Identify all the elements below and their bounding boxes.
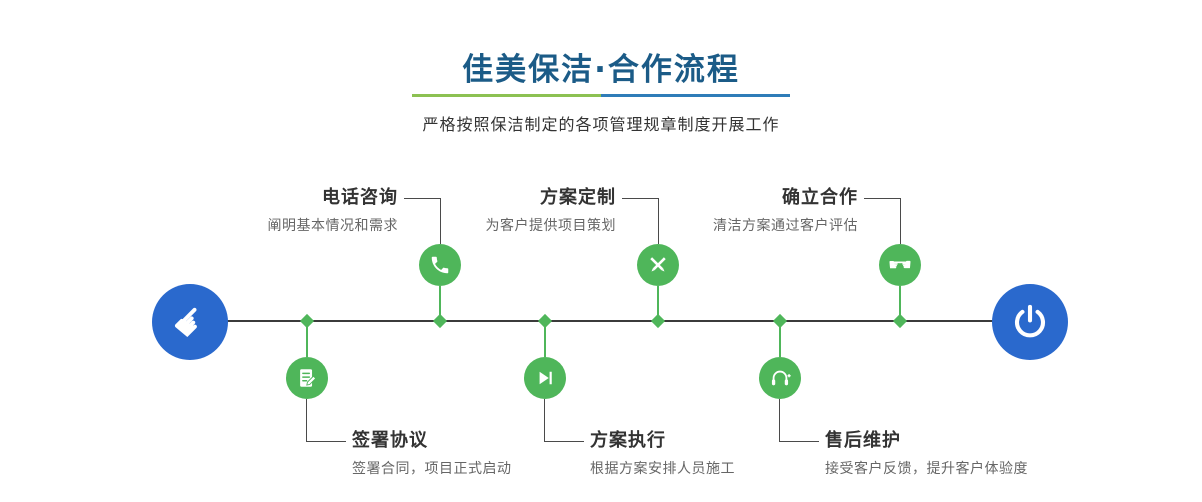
- step-stem: [439, 286, 441, 320]
- step-stem: [899, 286, 901, 320]
- step-desc: 阐明基本情况和需求: [267, 218, 398, 234]
- step-label-phone-consult: 电话咨询 阐明基本情况和需求: [168, 187, 398, 235]
- step-title: 方案执行: [590, 430, 666, 451]
- step-node-plan-custom: [637, 244, 679, 286]
- label-connector-h: [544, 441, 584, 442]
- label-connector-v: [779, 399, 780, 441]
- step-title: 确立合作: [782, 187, 858, 208]
- step-node-plan-execute: [524, 357, 566, 399]
- step-node-after-sales: [759, 357, 801, 399]
- step-desc: 清洁方案通过客户评估: [713, 218, 858, 234]
- step-desc: 为客户提供项目策划: [485, 218, 616, 234]
- design-tools-icon: [650, 257, 666, 272]
- step-desc: 根据方案安排人员施工: [590, 461, 735, 477]
- step-label-after-sales: 售后维护 接受客户反馈，提升客户体验度: [825, 430, 1105, 478]
- step-label-sign-agreement: 签署协议 签署合同，项目正式启动: [352, 430, 632, 478]
- step-label-plan-execute: 方案执行 根据方案安排人员施工: [590, 430, 870, 478]
- step-stem: [657, 286, 659, 320]
- title-underline: [412, 94, 790, 97]
- sign-document-icon: [300, 369, 317, 387]
- timeline-diamond: [299, 313, 315, 329]
- step-stem: [779, 322, 781, 357]
- label-connector-v: [440, 198, 441, 244]
- timeline-diamond: [432, 313, 448, 329]
- step-title: 电话咨询: [322, 187, 398, 208]
- timeline-diamond: [892, 313, 908, 329]
- label-connector-h: [404, 198, 440, 199]
- section-title: 佳美保洁·合作流程: [462, 52, 740, 88]
- step-node-establish-coop: ☛☚: [879, 244, 921, 286]
- customer-service-icon: [771, 370, 791, 386]
- label-connector-h: [779, 441, 819, 442]
- step-node-sign-agreement: [286, 357, 328, 399]
- play-execute-icon: [539, 371, 552, 385]
- label-connector-h: [864, 198, 900, 199]
- label-connector-h: [622, 198, 658, 199]
- step-desc: 接受客户反馈，提升客户体验度: [825, 461, 1028, 477]
- label-connector-h: [306, 441, 346, 442]
- section-subtitle: 严格按照保洁制定的各项管理规章制度开展工作: [422, 115, 780, 134]
- timeline-diamond: [650, 313, 666, 329]
- timeline-diamond: [537, 313, 553, 329]
- label-connector-v: [900, 198, 901, 244]
- timeline-end-node: [992, 284, 1068, 360]
- step-stem: [544, 322, 546, 357]
- timeline-diamond: [772, 313, 788, 329]
- pointer-hand-icon: ☛: [162, 294, 218, 350]
- phone-icon: [431, 256, 449, 274]
- step-title: 售后维护: [825, 430, 901, 451]
- handshake-icon: ☛☚: [888, 255, 912, 274]
- step-title: 签署协议: [352, 430, 428, 451]
- step-stem: [306, 322, 308, 357]
- step-node-phone-consult: [419, 244, 461, 286]
- timeline-line: [190, 320, 1030, 322]
- timeline-start-node: ☛: [152, 284, 228, 360]
- step-label-plan-custom: 方案定制 为客户提供项目策划: [386, 187, 616, 235]
- step-desc: 签署合同，项目正式启动: [352, 461, 512, 477]
- label-connector-v: [544, 399, 545, 441]
- label-connector-v: [306, 399, 307, 441]
- label-connector-v: [658, 198, 659, 244]
- step-label-establish-coop: 确立合作 清洁方案通过客户评估: [628, 187, 858, 235]
- step-title: 方案定制: [540, 187, 616, 208]
- power-icon: [1014, 304, 1046, 338]
